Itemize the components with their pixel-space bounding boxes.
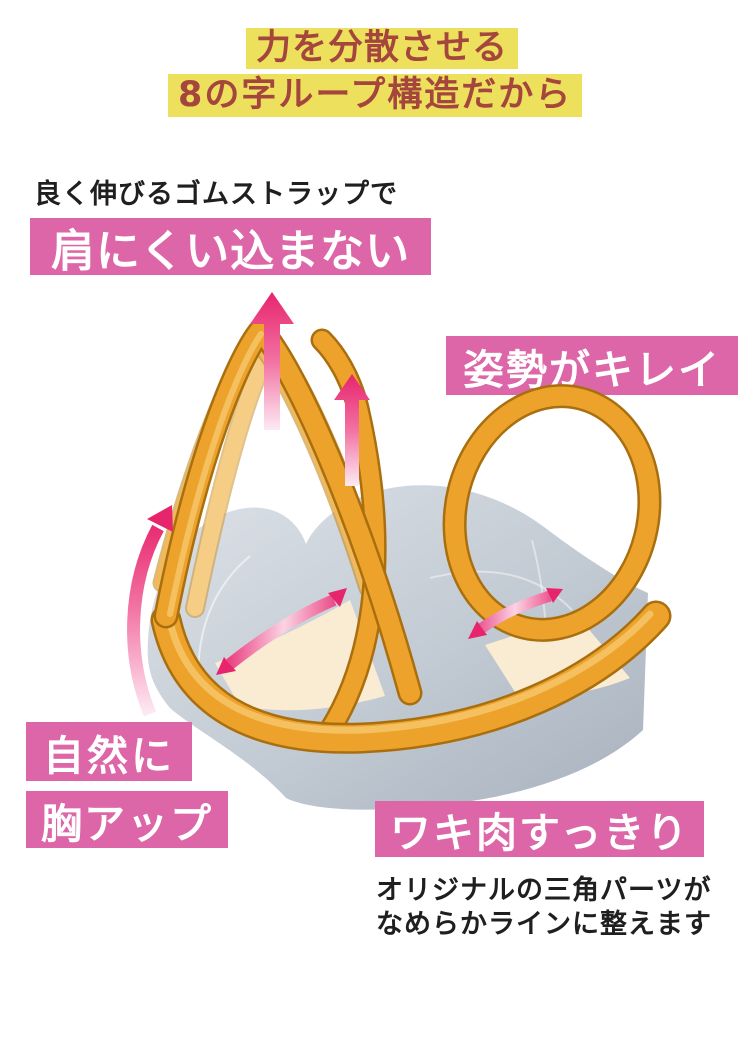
headline-line1: 力を分散させる (246, 28, 519, 69)
lift-arrow-shoulder (250, 292, 294, 430)
right-loop-strap (442, 384, 662, 642)
posture-benefit-label: 姿勢がキレイ (446, 336, 738, 395)
headline-line2: 8の字ループ構造だから (168, 74, 583, 117)
footnote-line2: なめらかラインに整えます (376, 909, 712, 940)
figure-8-loop-bra-diagram (127, 292, 672, 810)
spread-arrow-left-cup (216, 588, 347, 675)
under-band (150, 600, 672, 754)
footnote-line1: オリジナルの三角パーツが (376, 875, 712, 906)
strap-note-text: 良く伸びるゴムストラップで (34, 179, 398, 210)
triangle-parts-footnote: オリジナルの三角パーツが なめらかラインに整えます (376, 874, 712, 942)
bust-benefit-label-line2: 胸アップ (26, 791, 228, 848)
shoulder-benefit-label: 肩にくい込まない (30, 218, 432, 277)
center-strap (310, 328, 387, 742)
bust-benefit-label-line1: 自然に (26, 722, 192, 781)
lift-arrow-center (334, 374, 370, 486)
lift-arrow-left (127, 505, 173, 717)
side-benefit-label: ワキ肉すっきり (375, 801, 705, 857)
spread-arrow-right-cup (468, 588, 563, 639)
front-loop-strap (153, 310, 423, 706)
